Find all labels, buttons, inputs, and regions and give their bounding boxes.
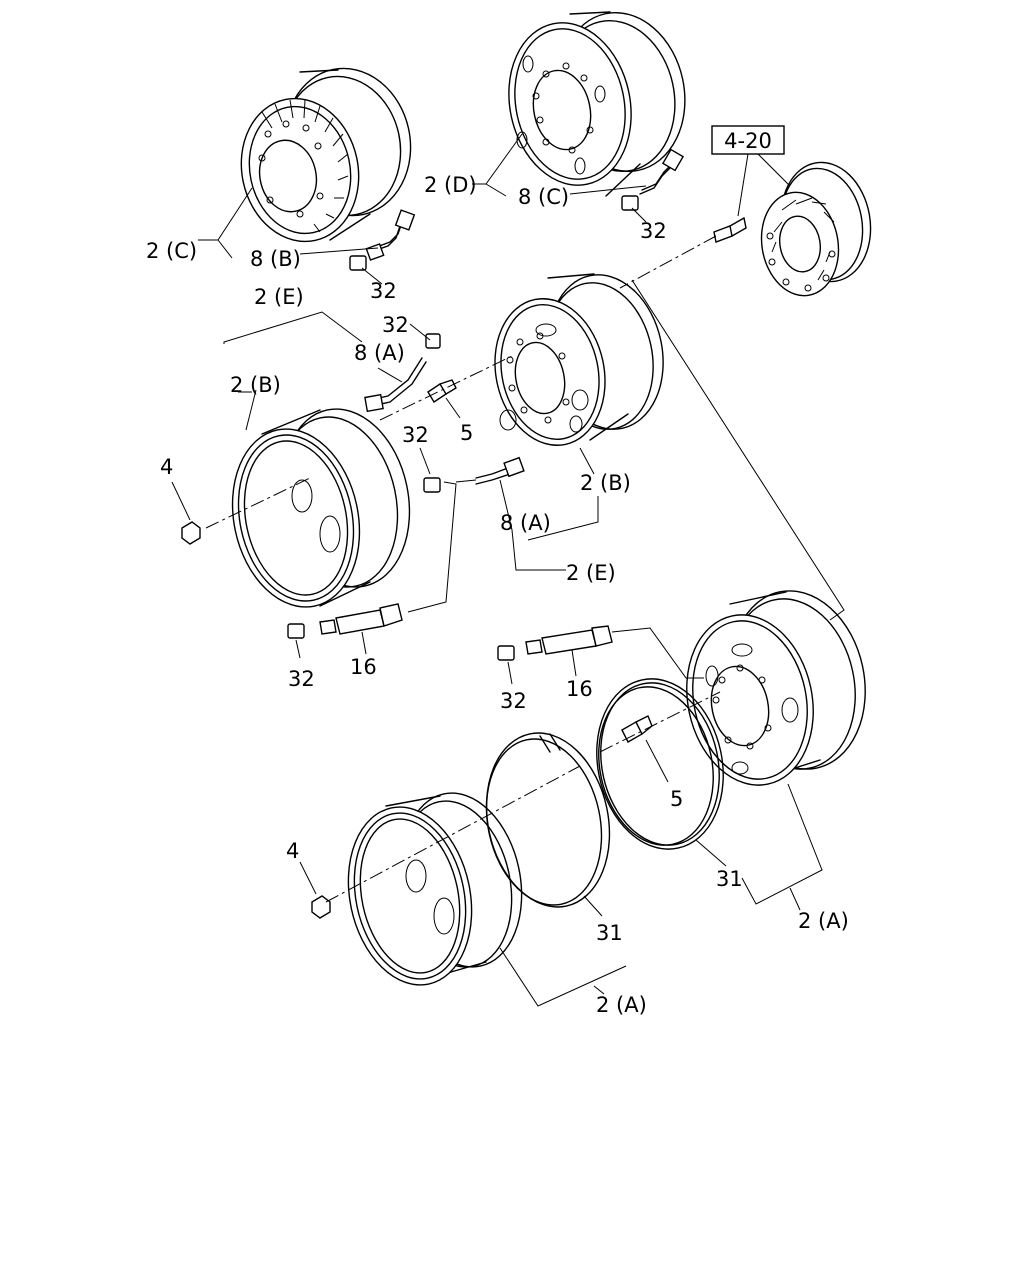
label-d-valve: 8 (C) [518, 185, 569, 209]
side-ring-31-right [596, 678, 724, 850]
label-ext-right: 16 [566, 677, 593, 701]
label-reference: 4-20 [724, 129, 772, 153]
leader-lines [171, 133, 845, 1007]
label-c-cap: 32 [370, 279, 397, 303]
label-a-right: 2 (A) [798, 909, 849, 933]
label-b-left: 2 (B) [230, 373, 281, 397]
label-c-wheel: 2 (C) [146, 239, 197, 263]
label-e-bottom: 2 (E) [566, 561, 616, 585]
label-c-valve: 8 (B) [250, 247, 301, 271]
extension-16-right [497, 625, 613, 661]
label-e-top: 2 (E) [254, 285, 304, 309]
label-ext-left: 16 [350, 655, 377, 679]
label-nut-bottom: 4 [286, 839, 299, 863]
label-valve5-top: 5 [460, 421, 473, 445]
wheel-2a-right [686, 590, 866, 786]
wheel-2d [508, 11, 686, 211]
reference-box [711, 125, 785, 155]
label-cap-ext-left: 32 [288, 667, 315, 691]
label-a-mid: 8 (A) [500, 511, 551, 535]
label-ring-right: 31 [716, 867, 743, 891]
wheel-2b-rear [475, 273, 664, 485]
wheel-2a-rim [311, 792, 523, 986]
label-ring-left: 31 [596, 921, 623, 945]
label-cap-mid: 32 [402, 423, 429, 447]
hub-4-20 [713, 161, 872, 297]
label-cap-top: 32 [382, 313, 409, 337]
label-a-top: 8 (A) [354, 341, 405, 365]
label-a-bottom: 2 (A) [596, 993, 647, 1017]
label-cap-ext-right: 32 [500, 689, 527, 713]
label-nut-left: 4 [160, 455, 173, 479]
extension-16-left [287, 603, 403, 639]
lock-ring-31-left [485, 732, 611, 908]
label-d-cap: 32 [640, 219, 667, 243]
label-valve5-bottom: 5 [670, 787, 683, 811]
wheel-2c [240, 67, 416, 271]
label-b-right: 2 (B) [580, 471, 631, 495]
label-d-wheel: 2 (D) [424, 173, 477, 197]
wheel-2b-front [181, 333, 457, 608]
